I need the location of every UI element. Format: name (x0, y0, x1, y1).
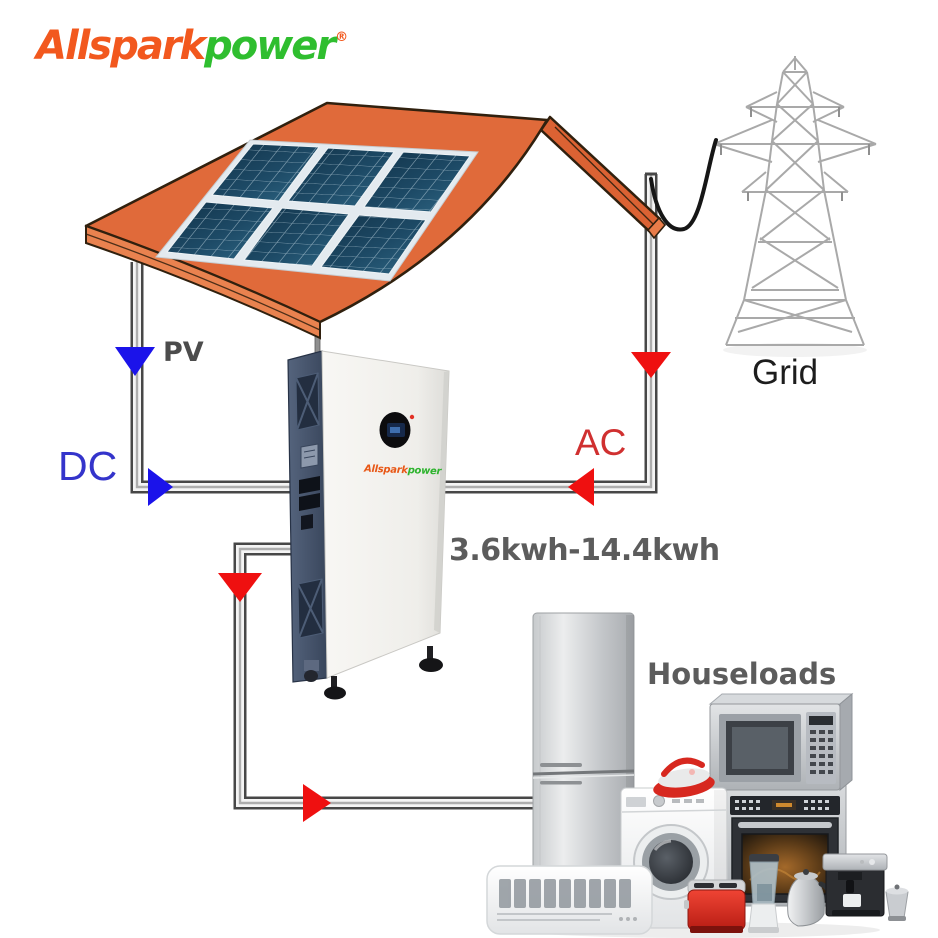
power-indicator-led (409, 414, 415, 420)
ac-label: AC (575, 422, 627, 463)
grid-label: Grid (752, 353, 819, 392)
solar-roof (84, 101, 667, 340)
microwave-control-panel (806, 712, 836, 784)
battery-brand-allspark: Allspark (363, 463, 408, 477)
pipe-pv-dc (130, 262, 292, 494)
battery-side-panel (287, 350, 328, 683)
toaster (684, 879, 746, 933)
ac-left-arrow-icon (568, 468, 594, 506)
pipe-battery-to-loads (233, 542, 533, 810)
pv-label: PV (163, 337, 204, 368)
roof-eave-end (646, 216, 667, 240)
houseloads-appliances (486, 612, 909, 938)
battery-inverter-unit (287, 350, 450, 700)
dc-right-arrow-icon (148, 468, 173, 506)
solar-array (155, 139, 479, 282)
oven-door-handle (738, 822, 832, 828)
ac-grille (499, 879, 631, 908)
side-connector (299, 476, 320, 494)
solar-panel-cell-grid (167, 144, 470, 274)
air-conditioner (486, 865, 653, 935)
brand-logo: Allsparkpower® (36, 23, 348, 69)
flow-arrows (115, 347, 671, 822)
side-plate (300, 443, 319, 469)
washer-dial (653, 795, 665, 807)
tower-shadow (723, 343, 867, 357)
dc-label: DC (58, 443, 118, 489)
coffee-machine (822, 853, 888, 917)
ac-down-arrow-icon (631, 352, 671, 378)
blender (748, 854, 779, 933)
load-down-arrow-icon (218, 573, 262, 602)
registered-mark: ® (335, 30, 348, 45)
side-connector (299, 493, 320, 511)
battery-brand-power: power (407, 465, 442, 478)
grid-cable (649, 138, 718, 232)
pv-down-arrow-icon (115, 347, 155, 376)
brand-logo-allspark: Allspark (36, 23, 206, 69)
clothes-iron (653, 757, 715, 798)
detergent-drawer (626, 797, 646, 807)
microwave (708, 692, 854, 792)
side-switch (301, 514, 313, 530)
battery-front-panel (321, 350, 450, 679)
refrigerator (532, 612, 635, 923)
grid-tower-illustration (713, 56, 877, 346)
battery-capacity-label: 3.6kwh-14.4kwh (449, 533, 720, 568)
caster-wheel (304, 660, 319, 671)
houseloads-label: Houseloads (647, 657, 837, 691)
battery-feet (324, 646, 443, 700)
pipe-grid-ac (440, 172, 658, 494)
espresso-maker (885, 884, 909, 921)
load-right-arrow-icon (303, 784, 331, 822)
brand-logo-power: power (204, 23, 336, 69)
